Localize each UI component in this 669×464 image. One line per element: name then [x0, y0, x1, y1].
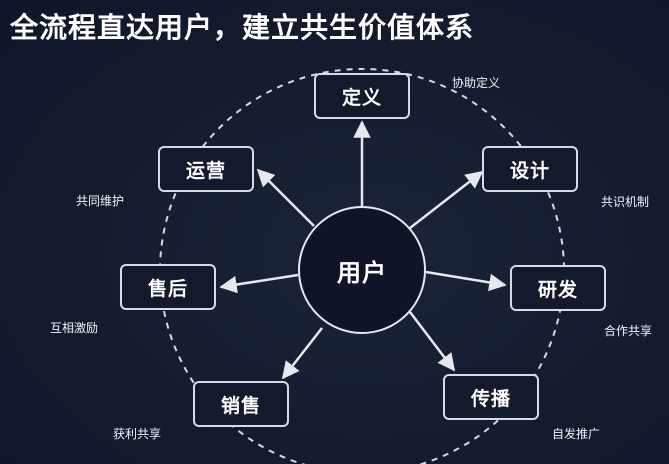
- node-aftersales: 售后: [120, 264, 216, 310]
- arrow-to-design: [409, 170, 484, 229]
- arrow-to-sales: [281, 327, 323, 380]
- node-design: 设计: [482, 146, 578, 192]
- arrow-to-develop: [425, 270, 507, 292]
- note-operation: 共同维护: [76, 194, 125, 208]
- note-spread: 自发推广: [552, 427, 601, 441]
- center-node-user: 用户: [298, 206, 426, 334]
- node-spread: 传播: [443, 374, 539, 420]
- arrow-to-operation: [256, 168, 315, 227]
- note-sales: 获利共享: [113, 427, 162, 441]
- page-title: 全流程直达用户，建立共生价值体系: [10, 11, 475, 44]
- node-define: 定义: [314, 73, 410, 119]
- note-design: 共识机制: [601, 195, 650, 209]
- arrow-to-spread: [409, 311, 456, 372]
- note-develop: 合作共享: [604, 324, 653, 338]
- node-operation: 运营: [158, 146, 254, 192]
- note-aftersales: 互相激励: [50, 321, 99, 335]
- node-develop: 研发: [510, 265, 606, 311]
- node-sales: 销售: [193, 381, 289, 427]
- note-define: 协助定义: [452, 76, 501, 90]
- arrow-to-aftersales: [219, 273, 299, 294]
